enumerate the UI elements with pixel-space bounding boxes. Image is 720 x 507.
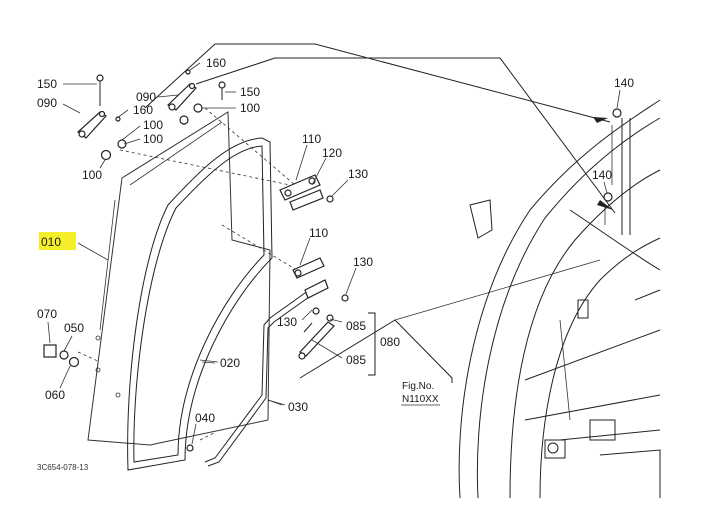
seal-frame-020[interactable] — [127, 137, 273, 471]
callout-100-low: 100 — [82, 168, 102, 182]
cab-washers-140[interactable] — [603, 108, 622, 202]
highlight-010 — [39, 232, 76, 250]
fig-code: N110XX — [402, 394, 439, 405]
gas-strut-080[interactable] — [298, 307, 376, 376]
callout-080: 080 — [380, 335, 400, 349]
bracket-110-lower[interactable] — [292, 257, 349, 302]
callout-020: 020 — [220, 356, 240, 370]
fasteners-lower-left[interactable] — [43, 344, 194, 452]
callout-160-top: 160 — [206, 56, 226, 70]
callout-010: 010 — [41, 235, 61, 249]
callout-060: 060 — [45, 388, 65, 402]
callout-090-right: 090 — [136, 90, 156, 104]
callout-030: 030 — [288, 400, 308, 414]
callout-150-right: 150 — [240, 85, 260, 99]
callout-130-left: 130 — [277, 315, 297, 329]
fig-label: Fig.No. — [402, 381, 434, 392]
callout-140-top: 140 — [614, 76, 634, 90]
callout-130-right: 130 — [353, 255, 373, 269]
handle-rod-030[interactable] — [204, 287, 317, 467]
callout-100-mid-a: 100 — [143, 118, 163, 132]
washers-100 — [100, 69, 203, 161]
callout-150-left: 150 — [37, 77, 57, 91]
bracket-110-upper[interactable] — [279, 174, 334, 211]
callout-085-lower: 085 — [346, 353, 366, 367]
callout-040: 040 — [195, 411, 215, 425]
drawing-number: 3C654-078-13 — [37, 463, 89, 472]
callout-100-mid-b: 100 — [143, 132, 163, 146]
callout-085-upper: 085 — [346, 319, 366, 333]
callout-160-mid: 160 — [133, 103, 153, 117]
callout-140-mid: 140 — [592, 168, 612, 182]
cab-frame — [458, 99, 661, 499]
callout-110-lower: 110 — [309, 226, 328, 240]
callout-110-upper: 110 — [302, 132, 321, 146]
dashed-lines — [77, 107, 306, 441]
callout-130-upper: 130 — [348, 167, 368, 181]
callout-120: 120 — [322, 146, 342, 160]
reference-lines — [144, 43, 616, 383]
glass-panel-010[interactable] — [77, 111, 271, 446]
hinge-right-090[interactable] — [167, 81, 226, 111]
callout-050: 050 — [64, 321, 84, 335]
leader-lines — [47, 62, 621, 445]
callout-100-right: 100 — [240, 101, 260, 115]
hinge-left-090[interactable] — [77, 74, 107, 139]
arrowheads — [593, 117, 613, 210]
callout-070: 070 — [37, 307, 57, 321]
callout-090-left: 090 — [37, 96, 57, 110]
